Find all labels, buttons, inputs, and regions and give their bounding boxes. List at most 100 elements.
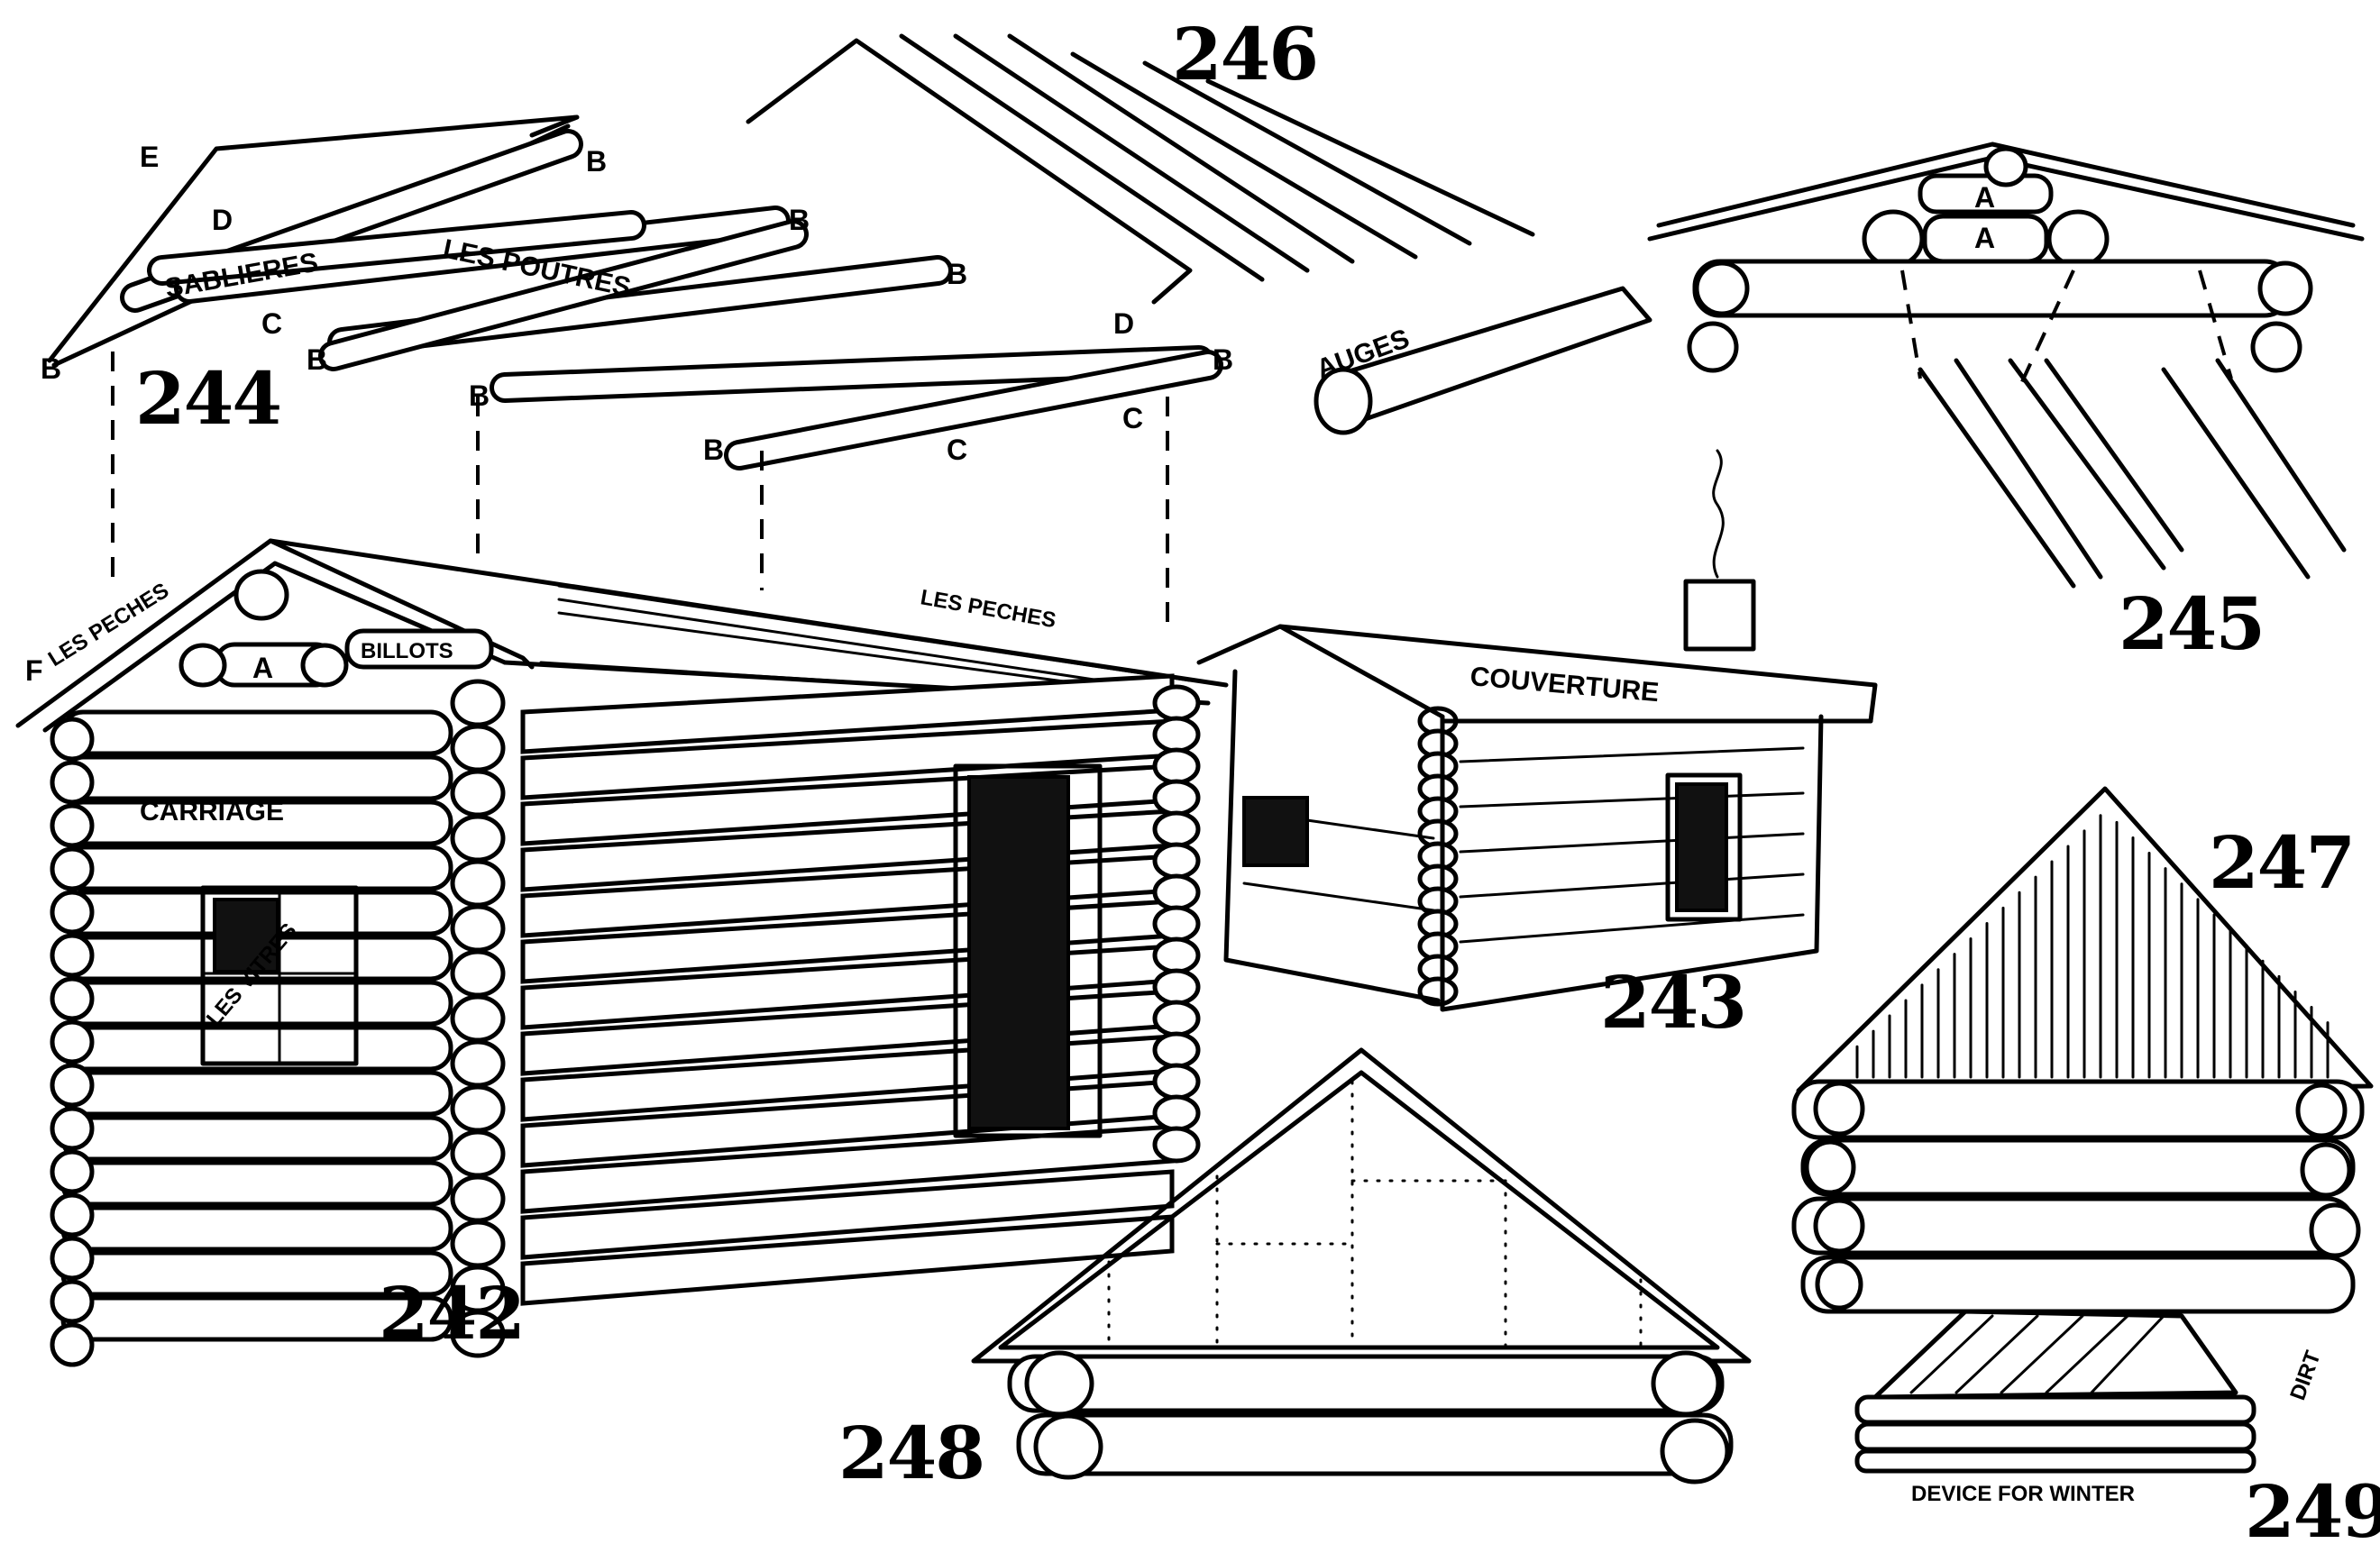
log-end <box>1152 684 1201 722</box>
log-end <box>50 717 95 762</box>
letter-b-7: B <box>703 434 724 466</box>
letter-c-2: C <box>947 434 967 466</box>
figure-number-242: 242 <box>379 1271 524 1356</box>
figure-242-cabin <box>15 538 1459 1367</box>
label-carriage: CARRIAGE <box>140 797 284 827</box>
wall-log <box>60 1205 453 1252</box>
log-end <box>1152 905 1201 943</box>
wall-log <box>60 1160 453 1207</box>
roof-pole-fill <box>323 224 804 367</box>
roof-pole-fill <box>494 350 1210 398</box>
projection-dashes <box>111 352 1169 631</box>
log-end <box>50 1322 95 1367</box>
roof-pole-fill <box>151 215 642 281</box>
log-end <box>450 904 506 953</box>
letter-c-3: C <box>1122 402 1143 434</box>
figure-248-tin-gable <box>971 1047 1752 1484</box>
figure-number-246: 246 <box>1172 12 1317 96</box>
label-couverture: COUVERTURE <box>1469 662 1660 708</box>
letter-b-5: B <box>307 343 327 376</box>
log-end <box>1152 747 1201 785</box>
figure-247-thatched-gable <box>1791 786 2374 1314</box>
log-end <box>450 1174 506 1223</box>
letter-f: F <box>25 654 43 687</box>
letter-b-3: B <box>947 258 967 290</box>
log-end <box>50 890 95 935</box>
letter-b-4: B <box>1213 343 1233 376</box>
letter-b-1: B <box>586 145 607 178</box>
log-end <box>450 679 506 727</box>
log-end <box>50 1192 95 1238</box>
log-end <box>50 1063 95 1108</box>
log-end <box>1152 842 1201 880</box>
log-end <box>50 1149 95 1194</box>
wall-log <box>60 709 453 756</box>
log-end <box>450 994 506 1043</box>
log-end <box>1152 779 1201 817</box>
log-end <box>1152 1031 1201 1069</box>
wall-log <box>60 980 453 1027</box>
letter-b-8: B <box>41 352 61 385</box>
letter-d-1: D <box>1113 307 1134 340</box>
log-end <box>50 1236 95 1281</box>
wall-log <box>520 1214 1175 1306</box>
wall-log <box>520 1169 1175 1260</box>
label-auges: AUGES <box>1313 324 1414 384</box>
log-end <box>450 769 506 818</box>
figure-245-gable-detail <box>1647 142 2365 589</box>
log-end <box>1152 1063 1201 1101</box>
log-end <box>50 846 95 891</box>
figure-249-winter-device <box>1854 1309 2256 1474</box>
log-end <box>450 859 506 908</box>
figure-number-245: 245 <box>2119 581 2264 666</box>
log-end <box>50 1106 95 1151</box>
log-end <box>1152 810 1201 848</box>
log-end <box>50 933 95 978</box>
wall-log <box>60 1115 453 1162</box>
label-billots: BILLOTS <box>361 639 453 663</box>
log-end <box>50 1019 95 1064</box>
letter-a-1: A <box>252 652 273 684</box>
roof-pole-fill <box>728 354 1219 466</box>
label-dirt: DIRT <box>2285 1347 2326 1403</box>
letter-a-3: A <box>1974 181 1995 214</box>
letter-c-1: C <box>261 307 282 340</box>
log-end <box>50 1279 95 1324</box>
log-end <box>450 949 506 998</box>
log-end <box>450 724 506 772</box>
log-end <box>1152 873 1201 911</box>
log-end <box>50 803 95 848</box>
letter-d-2: D <box>212 204 233 236</box>
log-end <box>450 1039 506 1088</box>
log-end <box>450 1084 506 1133</box>
letter-a-2: A <box>1974 222 1995 254</box>
log-end <box>450 814 506 863</box>
wall-log <box>60 754 453 801</box>
log-end <box>450 1220 506 1268</box>
figure-number-248: 248 <box>838 1411 984 1495</box>
log-end <box>450 1310 506 1358</box>
label-les-peches-right: LES PECHES <box>919 585 1057 633</box>
figure-246-trough-roof <box>746 33 1652 435</box>
figure-number-249: 249 <box>2245 1469 2380 1553</box>
label-device-for-winter: DEVICE FOR WINTER <box>1911 1482 2135 1506</box>
figure-243-cabin <box>1196 449 1878 1012</box>
figure-number-247: 247 <box>2209 820 2354 905</box>
log-end <box>1152 1094 1201 1132</box>
wall-log <box>60 845 453 891</box>
log-end <box>50 976 95 1021</box>
letter-b-6: B <box>469 379 490 412</box>
figure-244-roof-frame <box>47 114 1223 470</box>
log-end <box>1152 1126 1201 1164</box>
figure-number-244: 244 <box>135 356 280 441</box>
figure-number-243: 243 <box>1600 960 1745 1045</box>
wall-log <box>60 1070 453 1117</box>
letter-b-2: B <box>789 204 810 236</box>
log-end <box>1152 936 1201 974</box>
log-end <box>1152 968 1201 1006</box>
log-end <box>450 1129 506 1178</box>
letter-e: E <box>140 141 159 173</box>
log-end <box>50 760 95 805</box>
log-end <box>1152 716 1201 754</box>
